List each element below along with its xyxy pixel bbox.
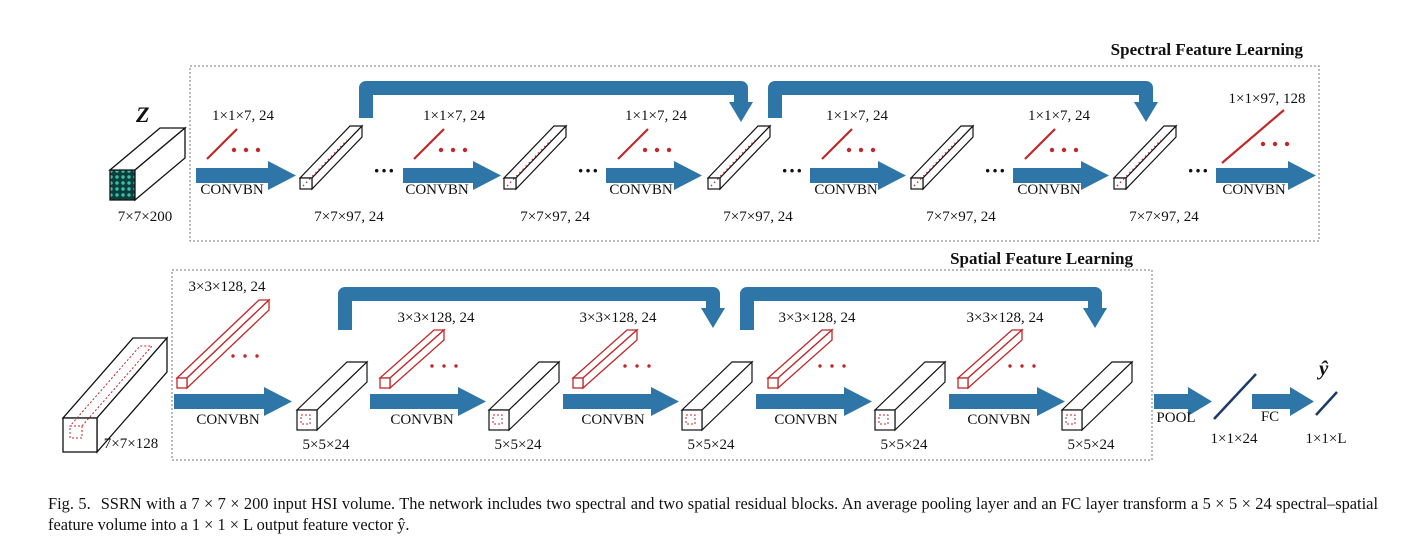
spatial-output-label-1: 5×5×24 bbox=[303, 437, 350, 453]
spatial-panel-title: Spatial Feature Learning bbox=[950, 249, 1133, 268]
spatial-op-label-5: CONVBN bbox=[967, 412, 1031, 428]
spatial-kernel-label-1: 3×3×128, 24 bbox=[189, 279, 266, 295]
spectral-kernel-label-1: 1×1×7, 24 bbox=[212, 108, 274, 124]
spectral-op-label-2: CONVBN bbox=[405, 182, 469, 198]
spatial-conv-arrow-2 bbox=[370, 387, 486, 416]
spatial-kernel-label-4: 3×3×128, 24 bbox=[779, 310, 856, 326]
spectral-conv-arrow-2 bbox=[403, 161, 501, 190]
spectral-conv-arrow-4 bbox=[810, 161, 906, 190]
spatial-input-dims: 7×7×128 bbox=[104, 436, 158, 452]
fc-dims: 1×1×L bbox=[1305, 431, 1346, 447]
spectral-ellipsis-5: ··· bbox=[1187, 158, 1209, 183]
spatial-kernel-3 bbox=[571, 328, 651, 390]
spatial-conv-arrow-5 bbox=[949, 387, 1065, 416]
spatial-feature-block-5 bbox=[1060, 360, 1134, 432]
pool-dims: 1×1×24 bbox=[1211, 431, 1258, 447]
spectral-output-label-4: 7×7×97, 24 bbox=[926, 209, 996, 225]
spatial-feature-block-3 bbox=[680, 360, 754, 432]
spatial-conv-arrow-3 bbox=[563, 387, 679, 416]
spectral-op-label-3: CONVBN bbox=[609, 182, 673, 198]
input-cube bbox=[108, 126, 187, 202]
spatial-skip-connection-2 bbox=[740, 287, 1107, 330]
spectral-output-label-3: 7×7×97, 24 bbox=[723, 209, 793, 225]
spatial-kernel-1 bbox=[175, 298, 271, 390]
spatial-feature-block-4 bbox=[873, 360, 947, 432]
spatial-skip-connection-1 bbox=[338, 287, 725, 330]
spectral-kernel-6 bbox=[1221, 109, 1290, 164]
output-vector bbox=[1315, 391, 1338, 416]
spectral-op-label-1: CONVBN bbox=[200, 182, 264, 198]
spectral-skip-connection-2 bbox=[768, 81, 1158, 122]
pool-arrow bbox=[1154, 387, 1212, 416]
spectral-kernel-4 bbox=[821, 128, 876, 160]
spectral-skip-connection-1 bbox=[359, 81, 753, 122]
spectral-panel-title: Spectral Feature Learning bbox=[1111, 40, 1304, 59]
spectral-conv-arrow-1 bbox=[196, 161, 296, 190]
spatial-panel-border bbox=[171, 269, 1153, 461]
spectral-feature-cube-2 bbox=[502, 124, 568, 191]
spectral-op-label-4: CONVBN bbox=[814, 182, 878, 198]
spectral-ellipsis-2: ··· bbox=[577, 158, 599, 183]
figure-caption: Fig. 5.SSRN with a 7 × 7 × 200 input HSI… bbox=[48, 493, 1378, 535]
spatial-kernel-label-2: 3×3×128, 24 bbox=[398, 310, 475, 326]
spectral-kernel-label-4: 1×1×7, 24 bbox=[826, 108, 888, 124]
spatial-output-label-3: 5×5×24 bbox=[688, 437, 735, 453]
spatial-op-label-4: CONVBN bbox=[774, 412, 838, 428]
spatial-output-label-4: 5×5×24 bbox=[881, 437, 928, 453]
spatial-output-label-2: 5×5×24 bbox=[495, 437, 542, 453]
spatial-kernel-4 bbox=[766, 328, 846, 390]
pooled-vector bbox=[1213, 373, 1257, 420]
spectral-conv-arrow-6 bbox=[1216, 161, 1316, 190]
spectral-kernel-label-5: 1×1×7, 24 bbox=[1028, 108, 1090, 124]
spatial-kernel-2 bbox=[378, 328, 458, 390]
caption-text: SSRN with a 7 × 7 × 200 input HSI volume… bbox=[48, 494, 1378, 534]
spectral-feature-cube-3 bbox=[706, 124, 772, 191]
spectral-ellipsis-4: ··· bbox=[984, 158, 1006, 183]
spectral-kernel-label-2: 1×1×7, 24 bbox=[423, 108, 485, 124]
spatial-input-block bbox=[61, 336, 169, 454]
spectral-feature-cube-4 bbox=[909, 124, 975, 191]
spatial-output-label-5: 5×5×24 bbox=[1068, 437, 1115, 453]
spatial-op-label-3: CONVBN bbox=[581, 412, 645, 428]
spectral-panel-border bbox=[189, 65, 1320, 242]
spatial-op-label-2: CONVBN bbox=[390, 412, 454, 428]
spatial-kernel-label-5: 3×3×128, 24 bbox=[967, 310, 1044, 326]
pool-label: POOL bbox=[1156, 410, 1195, 426]
caption-label: Fig. 5. bbox=[48, 494, 91, 513]
spectral-conv-arrow-3 bbox=[606, 161, 702, 190]
spectral-kernel-label-6: 1×1×97, 128 bbox=[1229, 91, 1306, 107]
spatial-kernel-label-3: 3×3×128, 24 bbox=[580, 310, 657, 326]
spectral-kernel-2 bbox=[413, 128, 468, 160]
spectral-feature-cube-1 bbox=[298, 124, 364, 191]
spatial-conv-arrow-1 bbox=[174, 387, 292, 416]
spectral-ellipsis-3: ··· bbox=[781, 158, 803, 183]
spectral-output-label-1: 7×7×97, 24 bbox=[314, 209, 384, 225]
output-symbol: ŷ bbox=[1316, 356, 1329, 380]
spectral-feature-cube-5 bbox=[1112, 124, 1178, 191]
spectral-kernel-5 bbox=[1024, 128, 1079, 160]
spectral-kernel-1 bbox=[206, 128, 261, 160]
spatial-op-label-1: CONVBN bbox=[196, 412, 260, 428]
spectral-kernel-3 bbox=[617, 128, 672, 160]
input-dims: 7×7×200 bbox=[118, 209, 172, 225]
spectral-op-label-6: CONVBN bbox=[1222, 182, 1286, 198]
spectral-output-label-5: 7×7×97, 24 bbox=[1129, 209, 1199, 225]
spatial-kernel-5 bbox=[956, 328, 1036, 390]
spatial-feature-block-1 bbox=[295, 360, 369, 432]
fc-label: FC bbox=[1261, 409, 1279, 425]
fc-arrow bbox=[1252, 387, 1314, 416]
spectral-kernel-label-3: 1×1×7, 24 bbox=[625, 108, 687, 124]
spatial-feature-block-2 bbox=[487, 360, 561, 432]
spectral-ellipsis-1: ··· bbox=[373, 158, 395, 183]
input-symbol: Z bbox=[135, 102, 149, 127]
spectral-op-label-5: CONVBN bbox=[1017, 182, 1081, 198]
spectral-conv-arrow-5 bbox=[1013, 161, 1109, 190]
spectral-output-label-2: 7×7×97, 24 bbox=[520, 209, 590, 225]
spatial-conv-arrow-4 bbox=[756, 387, 872, 416]
